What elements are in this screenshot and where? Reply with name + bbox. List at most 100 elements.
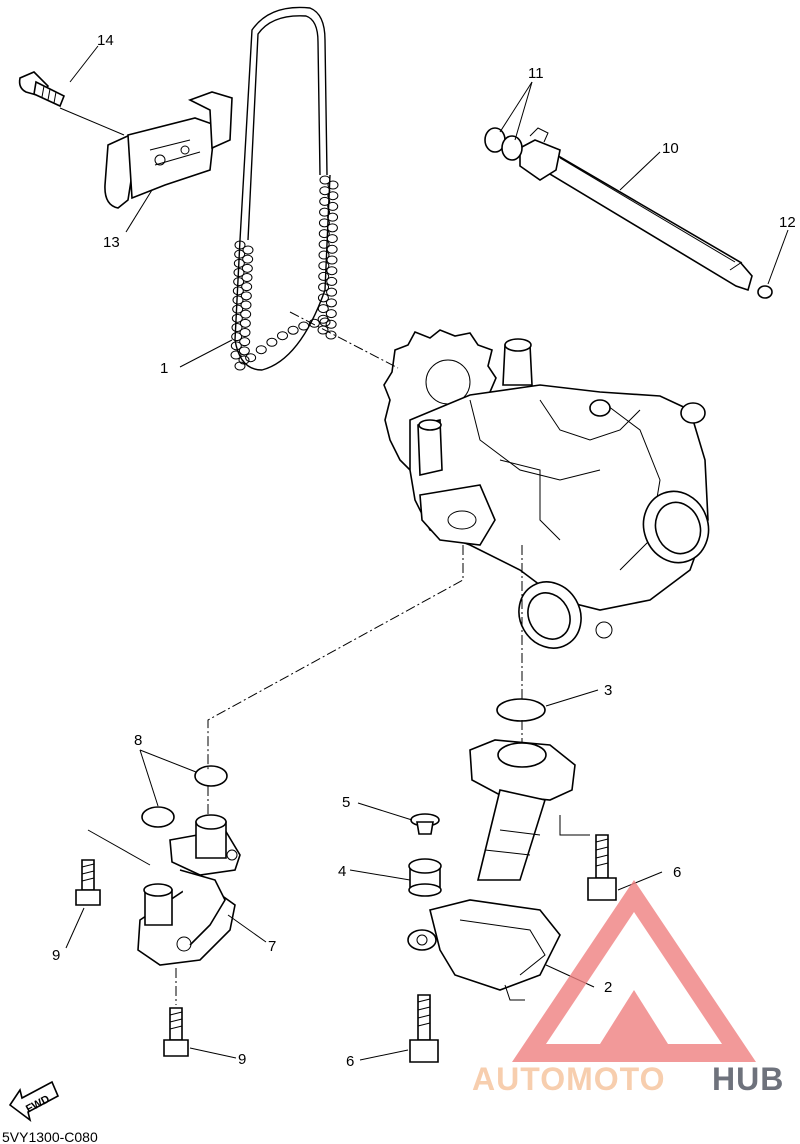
chain-link — [327, 201, 339, 211]
chain-link — [318, 282, 330, 292]
chain-link — [319, 207, 331, 217]
chain-link — [231, 313, 243, 323]
callout-12: 12 — [779, 214, 796, 231]
chain-link — [255, 345, 267, 355]
chain-link — [325, 330, 337, 340]
chain-guide — [104, 91, 233, 209]
chain-link — [318, 250, 330, 260]
chain-link — [241, 273, 253, 282]
collar — [410, 813, 440, 835]
callout-9: 9 — [52, 947, 60, 964]
chain-link — [317, 293, 329, 303]
o-ring — [496, 698, 546, 722]
chain-link — [233, 268, 245, 277]
chain-link — [240, 300, 252, 310]
chain-link — [326, 223, 338, 233]
flange-bolt — [587, 834, 617, 901]
o-ring — [141, 806, 175, 828]
callout-leaders — [65, 45, 789, 1061]
chain-link — [319, 196, 331, 206]
chain-link — [308, 318, 320, 328]
chain-link — [240, 291, 252, 301]
chain-link — [318, 229, 330, 239]
chain-link — [318, 261, 330, 271]
chain-link — [239, 318, 251, 328]
o-ring — [194, 765, 228, 787]
chain-link — [327, 212, 339, 222]
fwd-arrow-icon: FWD — [8, 1080, 60, 1122]
chain-link — [327, 191, 339, 201]
callout-3: 3 — [604, 682, 612, 699]
chain-link — [232, 286, 244, 296]
chain-link — [326, 266, 338, 276]
chain-link — [319, 175, 331, 185]
chain-link — [319, 186, 331, 196]
chain-link — [230, 350, 242, 360]
chain-link — [317, 304, 329, 314]
chain-link — [317, 314, 329, 324]
bolt — [163, 1007, 189, 1057]
svg-text:AUTOMOTO: AUTOMOTO — [472, 1061, 665, 1097]
chain-link — [326, 234, 338, 244]
callout-5: 5 — [342, 794, 350, 811]
chain-link — [242, 254, 254, 264]
bolt — [75, 859, 101, 906]
chain-link — [242, 245, 254, 255]
chain-link — [298, 321, 310, 331]
chain-link — [238, 346, 250, 356]
callout-10: 10 — [662, 140, 679, 157]
chain-link — [318, 271, 330, 281]
guide-bolt — [18, 71, 66, 108]
chain-link — [241, 282, 253, 292]
chain-link — [232, 295, 244, 305]
callout-13: 13 — [103, 234, 120, 251]
callout-9: 9 — [238, 1051, 246, 1068]
diagram-code: 5VY1300-C080 — [2, 1129, 98, 1144]
timing-chain — [230, 6, 339, 371]
o-ring — [501, 135, 523, 161]
chain-link — [241, 263, 253, 273]
callout-8: 8 — [134, 732, 142, 749]
oil-strainer-pipe — [407, 739, 576, 1001]
chain-link — [325, 319, 337, 329]
chain-link — [234, 240, 246, 250]
callout-6: 6 — [673, 864, 681, 881]
chain-link — [326, 287, 338, 297]
o-ring — [757, 285, 773, 299]
chain-link — [326, 255, 338, 265]
callout-1: 1 — [160, 360, 168, 377]
elbow-pipe — [137, 814, 241, 966]
flange-bolt — [409, 994, 439, 1063]
callout-6: 6 — [346, 1053, 354, 1070]
oil-pipe — [519, 127, 753, 292]
callout-2: 2 — [604, 979, 612, 996]
chain-link — [318, 239, 330, 249]
chain-link — [319, 317, 331, 327]
oil-pump-assembly — [383, 329, 710, 649]
chain-link — [233, 277, 245, 287]
automotohub-logo: AUTOMOTO HUB — [472, 880, 784, 1097]
chain-link — [234, 361, 246, 371]
chain-link — [325, 309, 337, 319]
chain-link — [245, 353, 257, 363]
chain-link — [287, 325, 299, 335]
chain-link — [239, 328, 251, 337]
callout-4: 4 — [338, 863, 346, 880]
chain-link — [233, 258, 245, 268]
chain-link — [234, 249, 246, 259]
chain-link — [325, 298, 337, 308]
callout-7: 7 — [268, 938, 276, 955]
callout-11: 11 — [528, 65, 544, 82]
chain-link — [231, 323, 243, 332]
svg-text:HUB: HUB — [712, 1061, 784, 1097]
chain-link — [266, 337, 278, 347]
chain-link — [231, 332, 243, 342]
chain-link — [327, 180, 339, 190]
chain-link — [239, 337, 251, 347]
chain-link — [240, 309, 252, 319]
callout-14: 14 — [97, 32, 114, 49]
chain-link — [326, 244, 338, 254]
chain-link — [230, 341, 242, 351]
chain-link — [232, 304, 244, 314]
